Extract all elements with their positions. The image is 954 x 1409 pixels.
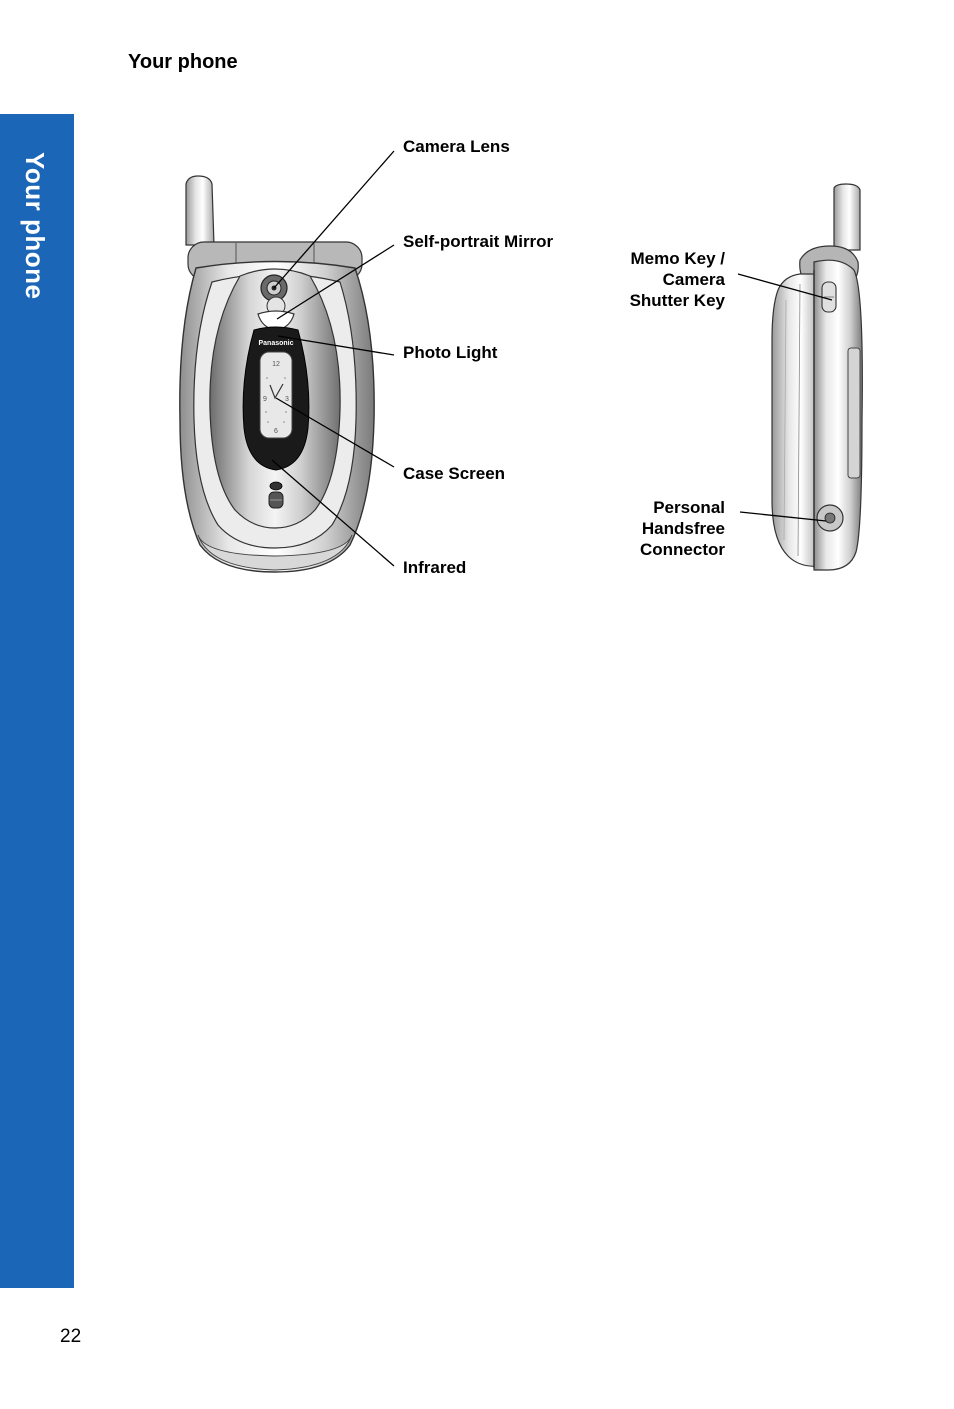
photo-light [257,310,295,331]
label-self-portrait-mirror: Self-portrait Mirror [403,232,554,251]
brand-logo: Panasonic [258,340,293,347]
label-handsfree-connector: Personal Handsfree Connector [640,497,725,560]
side-base [771,273,821,567]
label-memo-key: Memo Key / Camera Shutter Key [630,248,725,311]
label-camera-lens: Camera Lens [403,137,510,156]
antenna [185,175,215,246]
label-infrared: Infrared [403,558,467,577]
page-title: Your phone [128,51,238,73]
label-memo-key-line-1: Memo Key / [630,249,725,268]
phone-side [771,183,863,571]
case-screen [259,351,293,439]
page-number: 22 [60,1326,82,1347]
clock-9: 9 [263,396,267,403]
clock-6: 6 [274,428,278,435]
label-handsfree-line-3: Connector [640,540,725,559]
label-photo-light: Photo Light [403,343,498,362]
side-flip [813,259,863,571]
side-leader-lines [737,273,833,522]
clock-3: 3 [285,396,289,403]
clock-hands [269,383,284,400]
label-case-screen: Case Screen [403,464,506,483]
front-leader-lines [271,150,395,567]
label-memo-key-line-3: Shutter Key [629,291,725,310]
label-memo-key-line-2: Camera [662,270,725,289]
phone-front: Panasonic 12 3 6 9 [179,175,375,573]
side-tab [0,114,74,1288]
label-handsfree-line-1: Personal [653,498,725,517]
clock-12: 12 [272,361,280,368]
label-handsfree-line-2: Handsfree [641,519,725,538]
infrared-port [269,481,283,491]
